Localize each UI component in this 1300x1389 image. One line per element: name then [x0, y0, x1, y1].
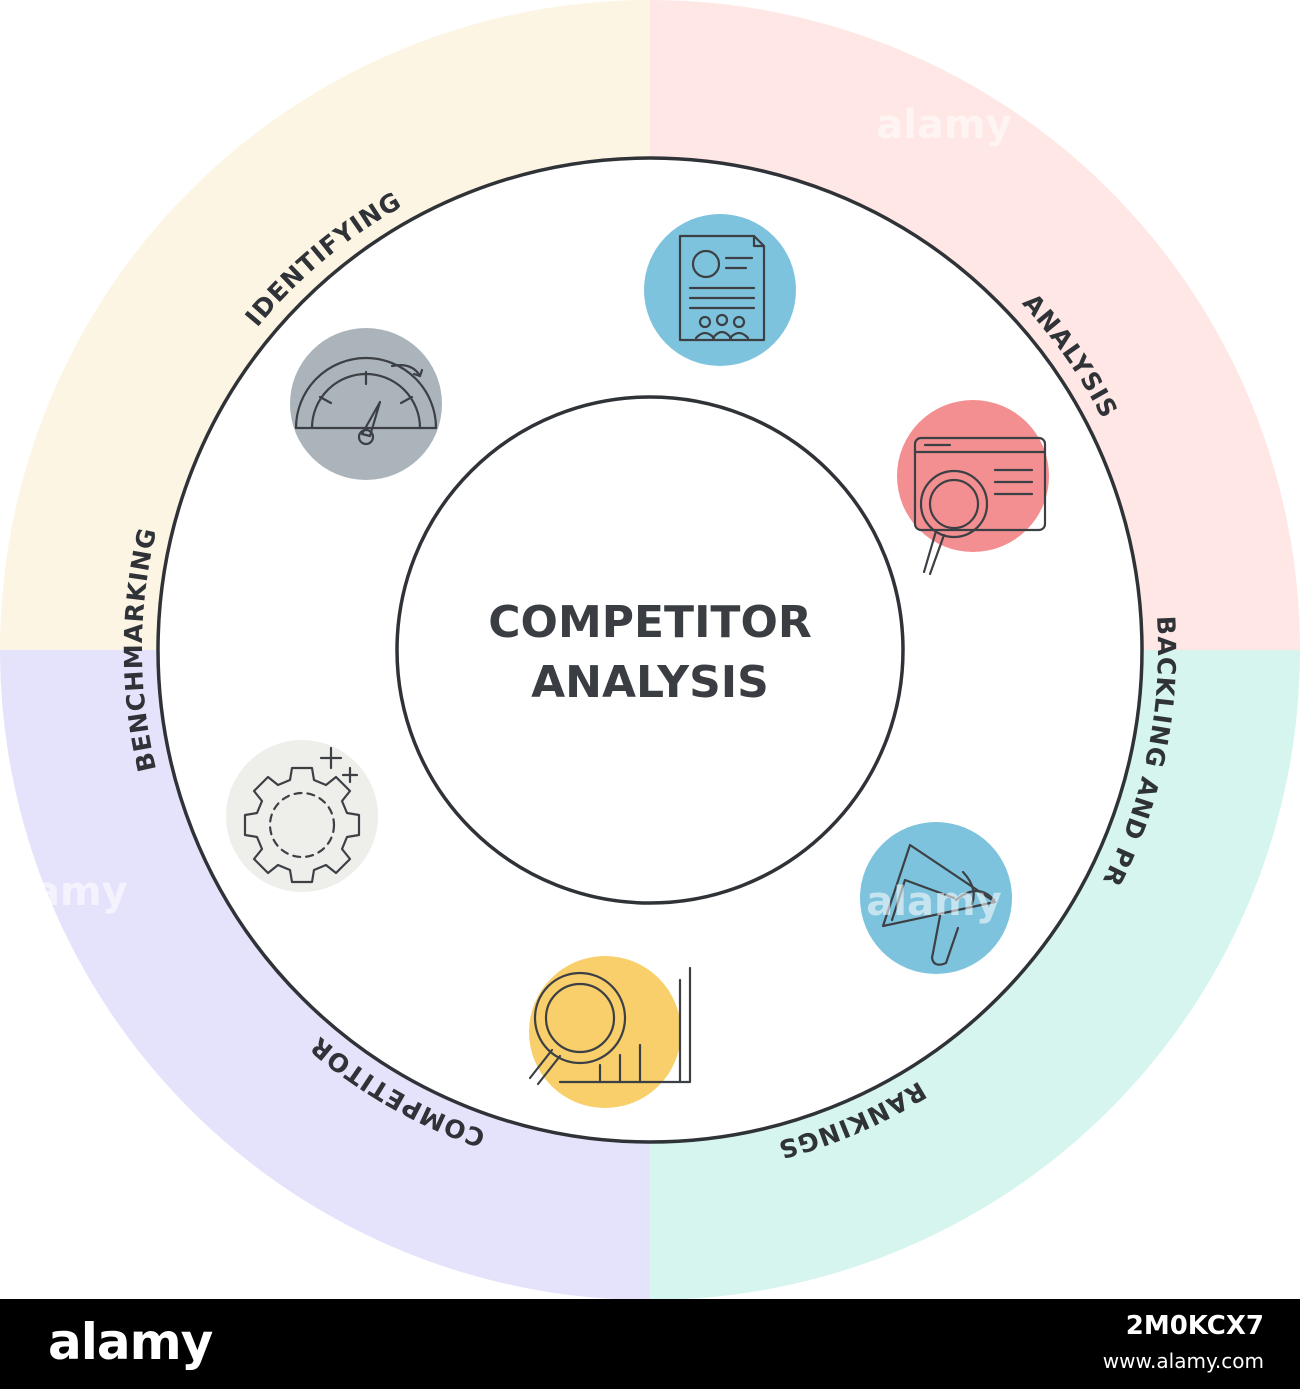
watermark-footer: alamy 2M0KCX7 www.alamy.com: [0, 1299, 1300, 1389]
megaphone-icon: [860, 822, 1012, 974]
watermark-url: www.alamy.com: [1102, 1349, 1264, 1373]
center-title-line2: ANALYSIS: [531, 657, 769, 708]
watermark-text-megaphone: alamy: [866, 879, 1001, 925]
speedometer-icon: [290, 328, 442, 480]
watermark-overlay: alamy alamy alamy: [0, 102, 1012, 925]
watermark-text-left: alamy: [0, 869, 128, 915]
browser-search-icon: [897, 400, 1049, 576]
watermark-text-top-right: alamy: [876, 102, 1011, 148]
image-id: 2M0KCX7: [1125, 1311, 1264, 1341]
competitor-analysis-diagram: COMPETITOR ANALYSIS IDENTIFYING ANALYSIS…: [0, 0, 1300, 1300]
chart-magnifier-icon: [528, 956, 692, 1108]
alamy-logo: alamy: [48, 1313, 213, 1371]
profile-document-icon: [644, 214, 796, 366]
center-title-line1: COMPETITOR: [488, 597, 811, 648]
gear-sparkle-icon: [226, 740, 378, 892]
center-circle: [395, 395, 905, 905]
